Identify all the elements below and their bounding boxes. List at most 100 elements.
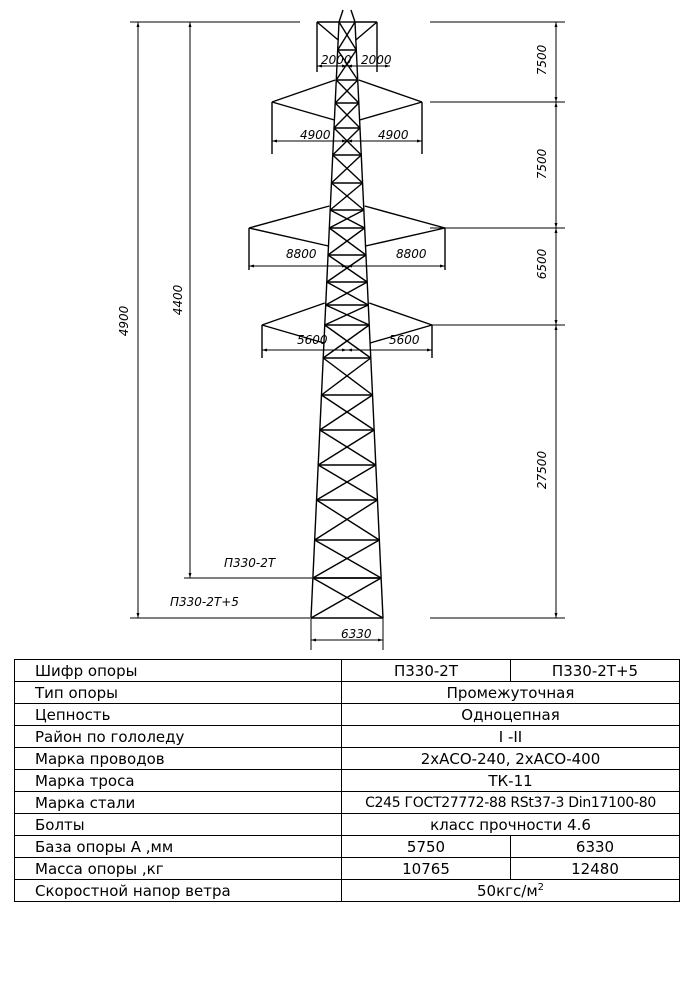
spec-row-bolts: Болты класс прочности 4.6 [14, 813, 680, 836]
dim-arm2-right: 4900 [378, 128, 409, 142]
spec-row-base: База опоры А ,мм 5750 6330 [14, 835, 680, 858]
spec-value: Одноцепная [341, 703, 680, 726]
spec-label: Район по гололеду [14, 725, 342, 748]
spec-row-code: Шифр опоры П330-2Т П330-2Т+5 [14, 659, 680, 682]
tower-brace [316, 464, 377, 501]
tower-brace [324, 324, 372, 359]
tower-brace [326, 254, 367, 283]
level-label-short: П330-2Т [224, 556, 277, 570]
dim-right-2: 7500 [535, 148, 549, 179]
spec-value: ТК-11 [341, 769, 680, 792]
spec-label: Цепность [14, 703, 342, 726]
dim-right-3: 6500 [535, 248, 549, 279]
tower-brace [321, 394, 375, 431]
spec-value: Промежуточная [341, 681, 680, 704]
tower-brace [312, 577, 384, 619]
tower-leg-right [354, 21, 384, 619]
wind-value: 50кгс/м [476, 881, 538, 900]
spec-row-cable: Марка троса ТК-11 [14, 769, 680, 792]
tower-brace [332, 154, 364, 184]
spec-value: 5750 [341, 835, 511, 858]
spec-label: Скоростной напор ветра [14, 879, 342, 902]
dim-left-inner: 4400 [171, 284, 185, 315]
tower-elevation-drawing: 2000 2000 4900 4900 8800 8800 5600 5600 … [117, 9, 565, 650]
spec-row-mass: Масса опоры ,кг 10765 12480 [14, 857, 680, 880]
tower-brace [338, 21, 357, 51]
dim-right-1: 7500 [535, 44, 549, 75]
wind-unit-exponent: 2 [537, 881, 545, 893]
crossarm-upper-chord [271, 101, 335, 121]
dim-arm4-left: 5600 [297, 333, 328, 347]
dim-base-width: 6330 [341, 627, 372, 641]
tower-brace [330, 182, 365, 211]
crossarm-middle-chord [365, 227, 446, 247]
dim-right-4: 27500 [535, 451, 549, 490]
spec-value: С245 ГОСТ27772-88 RSt37-3 Din17100-80 [341, 791, 680, 814]
spec-value: I -II [341, 725, 680, 748]
crossarm-lower-chord [369, 302, 433, 326]
dim-arm3-left: 8800 [286, 247, 317, 261]
tower-brace [329, 182, 364, 211]
crossarm-upper-chord [271, 79, 336, 103]
spec-row-steel: Марка стали С245 ГОСТ27772-88 RSt37-3 Di… [14, 791, 680, 814]
crossarm-lower-chord [261, 302, 325, 326]
spec-value: 2хАСО-240, 2хАСО-400 [341, 747, 680, 770]
tower-brace [325, 281, 368, 306]
tower-brace [322, 324, 370, 359]
spec-value: 6330 [510, 835, 680, 858]
tower-brace [328, 227, 367, 256]
tower-brace [327, 227, 366, 256]
crossarm-middle-chord [364, 205, 446, 229]
crossarm-upper-chord [359, 101, 423, 121]
crossarm-middle-chord [248, 227, 329, 247]
dimension-lines [130, 21, 565, 650]
crossarm-lower-chord [369, 324, 433, 344]
tower-brace [312, 539, 380, 579]
crossarm-top-chord [316, 21, 339, 41]
spec-label: Болты [14, 813, 342, 836]
tower-brace [317, 464, 378, 501]
tower-brace [335, 79, 360, 104]
spec-label: Шифр опоры [14, 659, 342, 682]
crossarm-middle-chord [248, 205, 330, 229]
tower-brace [334, 102, 361, 129]
level-label-tall: П330-2Т+5 [170, 595, 239, 609]
spec-row-type: Тип опоры Промежуточная [14, 681, 680, 704]
spec-row-ice: Район по гололеду I -II [14, 725, 680, 748]
spec-value: П330-2Т [341, 659, 511, 682]
spec-value: П330-2Т+5 [510, 659, 680, 682]
spec-label: База опоры А ,мм [14, 835, 342, 858]
tower-brace [328, 209, 365, 229]
spec-value: 10765 [341, 857, 511, 880]
tower-brace [319, 394, 373, 431]
tower-spec-table: Шифр опоры П330-2Т П330-2Т+5 Тип опоры П… [14, 659, 680, 902]
tower-structure [248, 9, 446, 619]
spec-label: Тип опоры [14, 681, 342, 704]
spec-row-circuit: Цепность Одноцепная [14, 703, 680, 726]
dim-arm2-left: 4900 [300, 128, 331, 142]
tower-brace [317, 429, 375, 466]
tower-brace [324, 304, 369, 326]
tower-peak-left [338, 9, 344, 23]
tower-brace [314, 499, 378, 541]
spec-label: Марка проводов [14, 747, 342, 770]
tower-leg-left [310, 21, 340, 619]
tower-peak-right [350, 9, 356, 23]
tower-brace [314, 539, 382, 579]
spec-row-wind: Скоростной напор ветра 50кгс/м2 [14, 879, 680, 902]
tower-brace [333, 102, 360, 129]
tower-brace [334, 79, 359, 104]
tower-brace [321, 357, 372, 396]
dim-top-right: 2000 [361, 53, 392, 67]
crossarm-upper-chord [358, 79, 423, 103]
spec-label: Масса опоры ,кг [14, 857, 342, 880]
spec-value: 12480 [510, 857, 680, 880]
spec-label: Марка стали [14, 791, 342, 814]
tower-brace [310, 577, 382, 619]
tower-brace [327, 254, 368, 283]
dim-arm3-right: 8800 [396, 247, 427, 261]
tower-brace [337, 21, 356, 51]
dim-left-outer: 4900 [117, 305, 131, 336]
dim-top-left: 2000 [321, 53, 352, 67]
spec-value: 50кгс/м2 [341, 879, 680, 902]
